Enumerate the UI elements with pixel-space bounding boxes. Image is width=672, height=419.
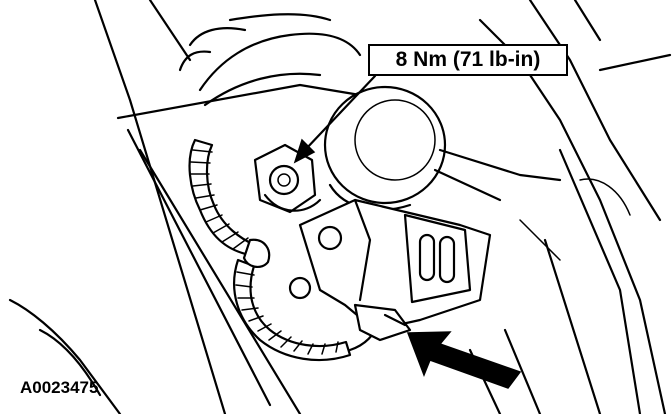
engine-bay-structure: [8, 0, 672, 416]
connector-pointer-arrow[interactable]: [406, 331, 522, 389]
electrical-connector: [298, 198, 492, 342]
figure-id: A0023475: [20, 378, 99, 397]
torque-spec-label: 8 Nm (71 lb-in): [368, 44, 568, 76]
mounting-bolt: [253, 143, 322, 300]
upper-hose: [178, 13, 362, 107]
torque-leader-arrow: [293, 74, 377, 164]
wiring-harness: [188, 138, 382, 362]
sensor-housing: [323, 85, 562, 211]
